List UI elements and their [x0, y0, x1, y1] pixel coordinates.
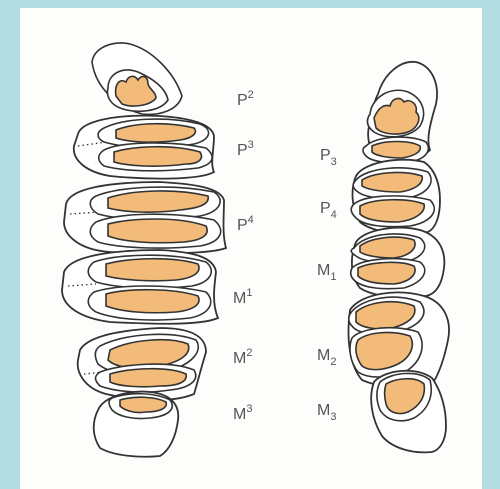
upper-tooth-labels: P2 P3 P4 M1 M2 M3 [233, 89, 254, 423]
lower-p4-tooth [351, 160, 440, 234]
upper-p4-tooth [64, 182, 226, 253]
label-upper-p4: P4 [237, 214, 254, 234]
label-lower-p4: P4 [320, 200, 337, 221]
label-lower-m1: M1 [317, 262, 336, 283]
label-upper-m1: M1 [233, 287, 252, 307]
lower-tooth-row [349, 62, 450, 453]
label-upper-m2: M2 [233, 347, 252, 367]
upper-p3-tooth [74, 116, 214, 179]
lower-m3-tooth [371, 371, 446, 453]
upper-m1-tooth [62, 250, 218, 324]
upper-m2-tooth [78, 328, 206, 400]
label-lower-m3: M3 [317, 402, 336, 423]
lower-m1-tooth [351, 228, 445, 298]
upper-p2-tooth [92, 43, 182, 114]
upper-tooth-row [62, 43, 226, 457]
label-upper-p3: P3 [237, 139, 254, 159]
upper-m3-tooth [94, 392, 179, 457]
label-lower-p3: P3 [320, 147, 337, 168]
label-upper-p2: P2 [237, 89, 254, 109]
label-lower-m2: M2 [317, 347, 336, 368]
label-upper-m3: M3 [233, 403, 252, 423]
lower-p3-tooth [363, 62, 437, 163]
lower-tooth-labels: P3 P4 M1 M2 M3 [317, 147, 337, 423]
